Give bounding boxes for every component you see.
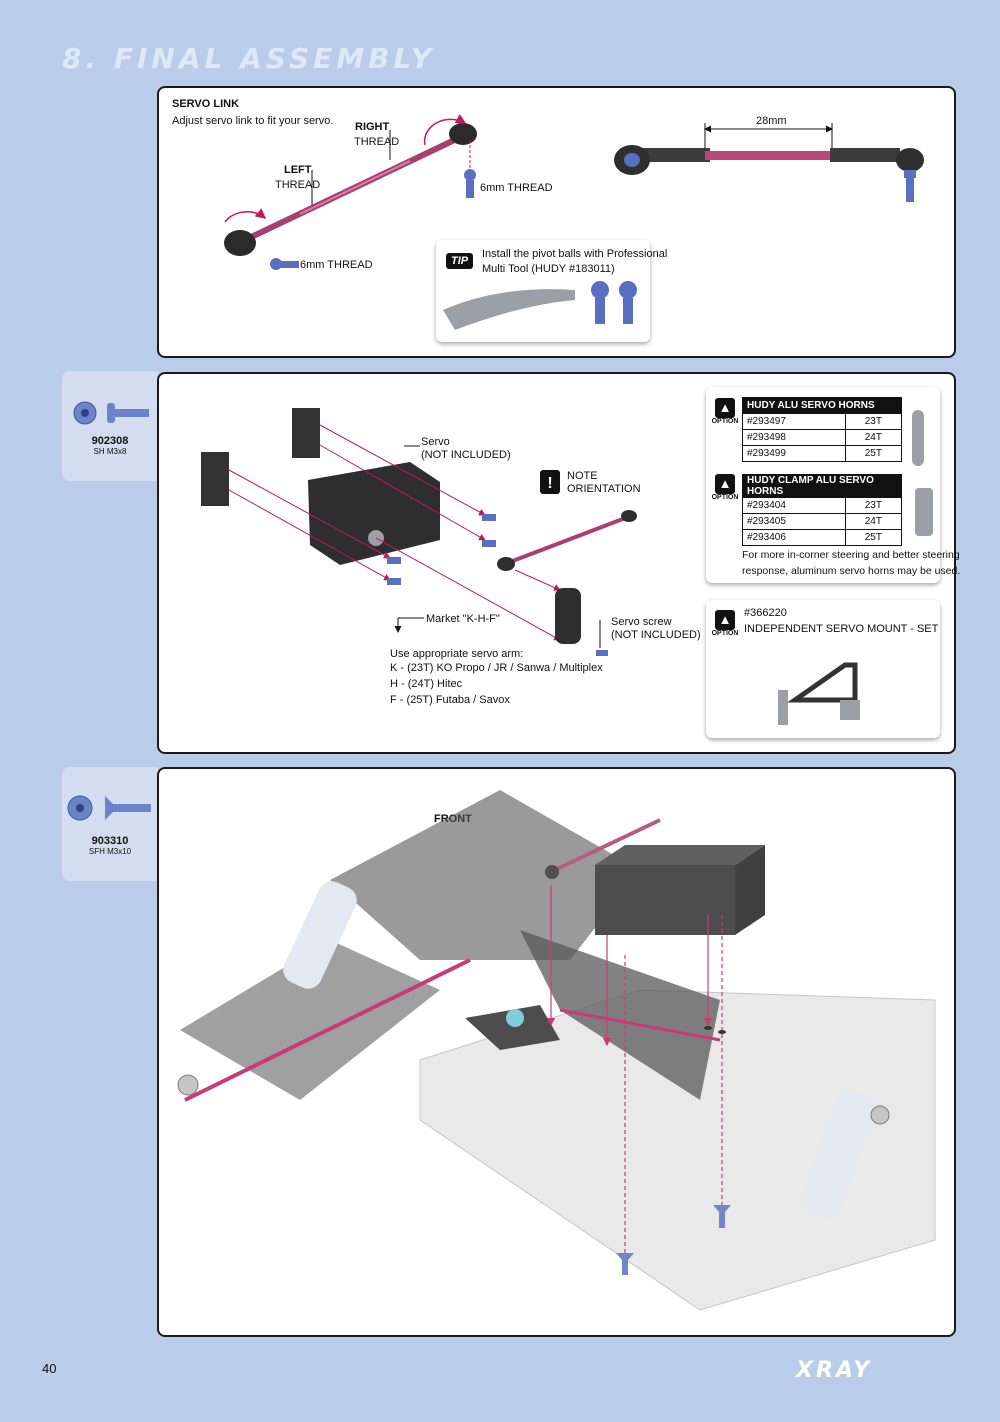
part-cell: #293406 xyxy=(742,529,846,546)
market-label: Market "K-H-F" xyxy=(426,613,500,625)
right-thread-text: THREAD xyxy=(354,136,400,148)
part-desc: SFH M3x10 xyxy=(88,847,132,856)
servo-exploded-illustration: ! xyxy=(201,408,637,656)
assembled-link-illustration xyxy=(614,123,924,202)
option-badge-alu: ▲ OPTION xyxy=(711,398,739,425)
left-thread-label: LEFT xyxy=(284,164,312,176)
servo-screw-not-included: (NOT INCLUDED) xyxy=(611,629,701,641)
horns-note-line1: For more in-corner steering and better s… xyxy=(742,549,960,561)
page-title: 8. FINAL ASSEMBLY xyxy=(62,42,436,75)
teeth-cell: 25T xyxy=(844,445,903,462)
left-thread-text: THREAD xyxy=(275,179,321,191)
mount-part-number: #366220 xyxy=(744,607,787,619)
tip-text-line1: Install the pivot balls with Professiona… xyxy=(482,248,668,260)
servo-link-illustration xyxy=(224,114,477,270)
screw-icon-902308 xyxy=(73,401,149,425)
tip-badge: TIP xyxy=(446,253,474,269)
servo-label: Servo xyxy=(421,436,450,448)
servo-link-text: Adjust servo link to fit your servo. xyxy=(172,115,334,127)
part-tab-903310: 903310 SFH M3x10 xyxy=(62,767,158,881)
svg-text:!: ! xyxy=(547,475,552,492)
xray-logo: XRAY xyxy=(796,1358,873,1383)
arm-h: H - (24T) Hitec xyxy=(390,678,463,690)
option-label: OPTION xyxy=(711,630,739,637)
part-number: 903310 xyxy=(91,835,129,847)
servo-mount-option-card xyxy=(706,600,940,738)
six-mm-thread-bottom: 6mm THREAD xyxy=(300,259,373,271)
option-badge-clamp: ▲ OPTION xyxy=(711,474,739,501)
final-chassis-illustration xyxy=(177,790,936,1311)
option-badge-mount: ▲ OPTION xyxy=(711,610,739,637)
part-number: 902308 xyxy=(91,435,129,447)
part-desc: SH M3x8 xyxy=(93,447,127,456)
thumbs-up-icon: ▲ xyxy=(715,474,735,494)
servo-link-heading: SERVO LINK xyxy=(172,98,240,110)
part-tab-902308: 902308 SH M3x8 xyxy=(62,371,158,481)
thumbs-up-icon: ▲ xyxy=(715,398,735,418)
tip-text-line2: Multi Tool (HUDY #183011) xyxy=(482,263,615,275)
option-label: OPTION xyxy=(711,494,739,501)
teeth-cell: 25T xyxy=(844,529,903,546)
page-number: 40 xyxy=(42,1361,57,1376)
horns-note-line2: response, aluminum servo horns may be us… xyxy=(742,565,961,577)
option-label: OPTION xyxy=(711,418,739,425)
servo-screw-label: Servo screw xyxy=(611,616,672,628)
right-thread-label: RIGHT xyxy=(355,121,390,133)
mount-title: INDEPENDENT SERVO MOUNT - SET xyxy=(744,623,939,635)
dimension-label: 28mm xyxy=(756,115,787,127)
servo-not-included: (NOT INCLUDED) xyxy=(421,449,511,461)
orientation-label: ORIENTATION xyxy=(567,483,641,495)
note-label: NOTE xyxy=(567,470,598,482)
arm-k: K - (23T) KO Propo / JR / Sanwa / Multip… xyxy=(390,662,603,674)
arm-f: F - (25T) Futaba / Savox xyxy=(390,694,510,706)
thumbs-up-icon: ▲ xyxy=(715,610,735,630)
clamp-horns-title: HUDY CLAMP ALU SERVO HORNS xyxy=(742,474,902,498)
six-mm-thread-top: 6mm THREAD xyxy=(480,182,553,194)
arm-intro: Use appropriate servo arm: xyxy=(390,648,524,660)
servo-horn-illustrations xyxy=(778,410,933,725)
part-cell: #293499 xyxy=(742,445,846,462)
multi-tool-illustration xyxy=(443,281,637,330)
screw-icon-903310 xyxy=(67,795,151,821)
